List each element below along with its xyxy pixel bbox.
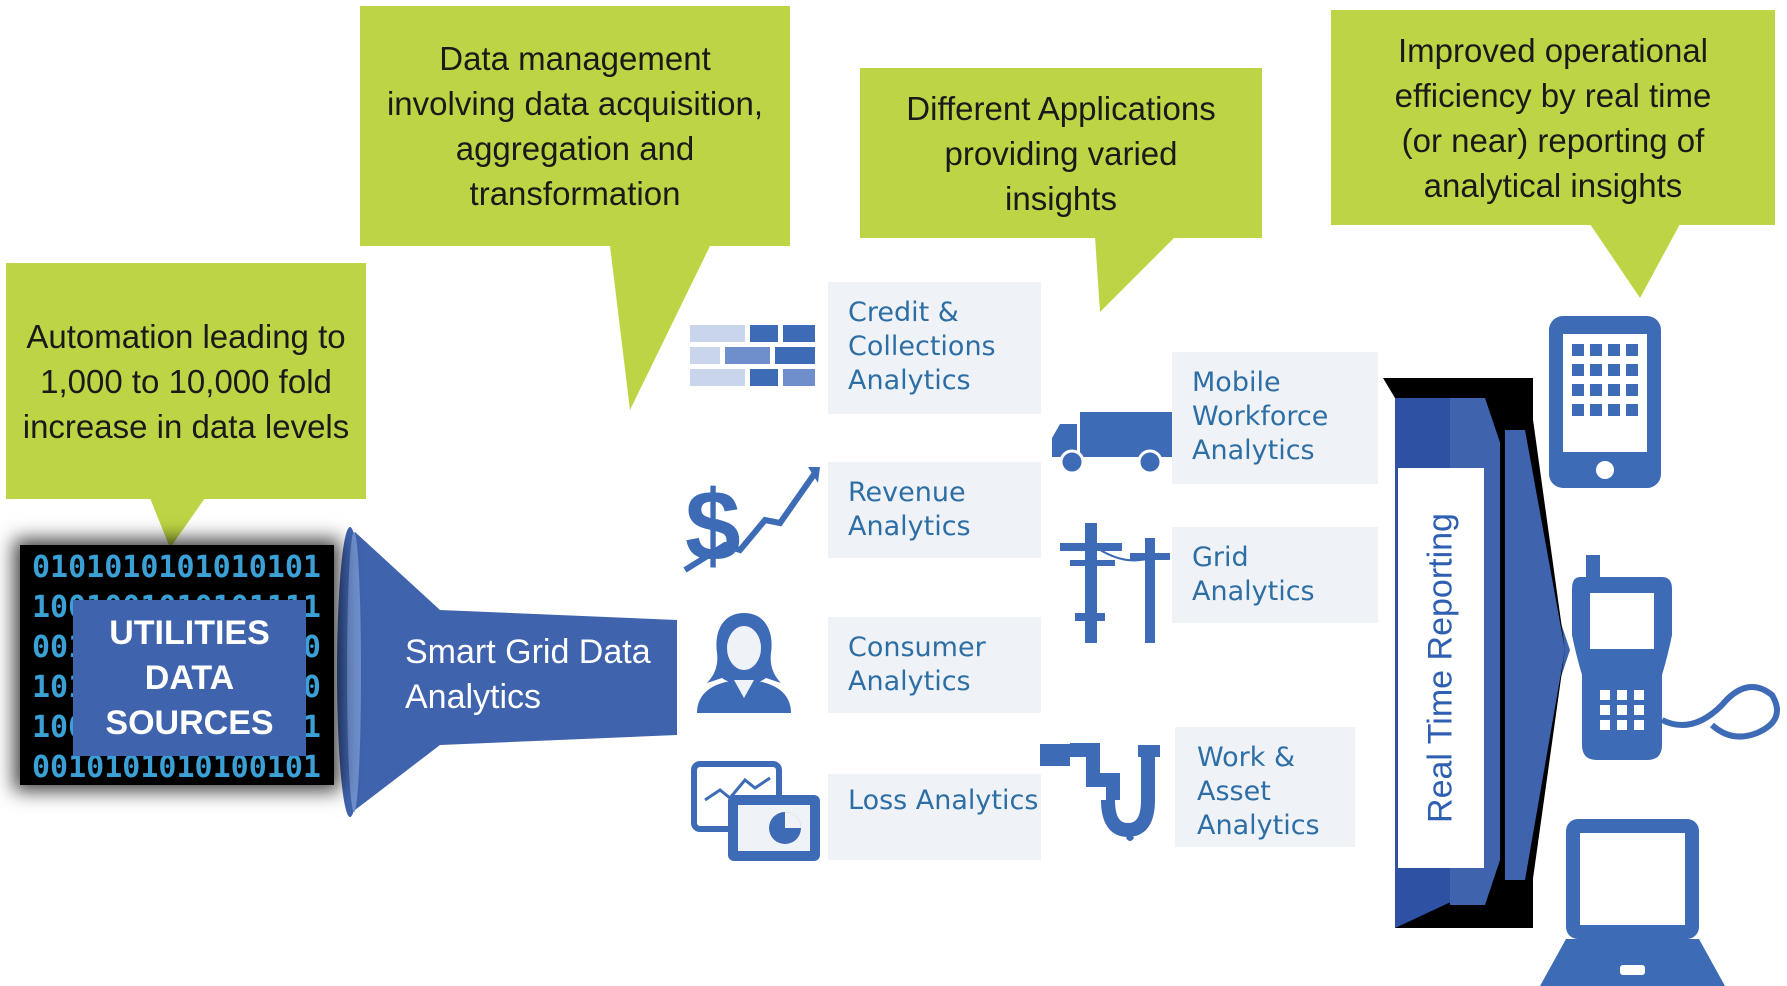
callout-data-management-text: Data management involving data acquisiti… — [386, 40, 764, 212]
mobile-workforce-label: Mobile Workforce Analytics — [1192, 367, 1329, 466]
real-time-reporting-label: Real Time Reporting — [1398, 468, 1484, 868]
callout-efficiency-tail — [1590, 224, 1680, 298]
callout-applications-tail — [1095, 237, 1175, 312]
callout-automation-text: Automation leading to 1,000 to 10,000 fo… — [22, 317, 350, 445]
svg-text:$: $ — [685, 470, 741, 575]
callout-automation: Automation leading to 1,000 to 10,000 fo… — [6, 263, 366, 499]
mobile-workforce-analytics: Mobile Workforce Analytics — [1172, 352, 1378, 484]
utilities-data-sources-text: UTILITIES DATA SOURCES — [105, 613, 274, 742]
power-pole-icon — [1060, 523, 1170, 643]
binary-line: 0101010101010101 — [32, 550, 321, 585]
loss-analytics: Loss Analytics — [828, 774, 1041, 860]
credit-collections-label: Credit & Collections Analytics — [848, 297, 996, 396]
callout-applications-text: Different Applications providing varied … — [906, 89, 1216, 217]
revenue-analytics: Revenue Analytics — [828, 462, 1041, 558]
callout-efficiency-text: Improved operational efficiency by real … — [1394, 31, 1712, 204]
consumer-person-icon — [697, 613, 791, 713]
work-asset-label: Work & Asset Analytics — [1197, 742, 1320, 841]
loss-label: Loss Analytics — [848, 785, 1039, 816]
real-time-reporting-text: Real Time Reporting — [1421, 513, 1460, 823]
loss-charts-icon — [691, 761, 820, 861]
revenue-label: Revenue Analytics — [848, 477, 971, 542]
callout-automation-tail — [150, 498, 205, 548]
pipes-icon — [1040, 743, 1160, 841]
credit-collections-analytics: Credit & Collections Analytics — [828, 282, 1041, 414]
laptop-icon — [1540, 819, 1725, 986]
utilities-data-sources-label: UTILITIES DATA SOURCES — [73, 600, 306, 756]
grid-analytics: Grid Analytics — [1172, 527, 1378, 623]
consumer-analytics: Consumer Analytics — [828, 617, 1041, 713]
funnel-label-text: Smart Grid Data Analytics — [405, 633, 651, 716]
callout-data-management: Data management involving data acquisiti… — [360, 6, 790, 246]
handheld-device-icon — [1572, 555, 1780, 760]
callout-efficiency: Improved operational efficiency by real … — [1331, 10, 1775, 225]
credit-collections-icon — [690, 325, 815, 386]
revenue-dollar-icon: $ — [683, 467, 820, 575]
tablet-icon — [1549, 316, 1661, 488]
truck-icon — [1052, 412, 1173, 475]
funnel-shape — [337, 527, 677, 817]
funnel-label: Smart Grid Data Analytics — [405, 630, 655, 720]
callout-data-management-tail — [610, 246, 710, 410]
work-asset-analytics: Work & Asset Analytics — [1175, 727, 1355, 847]
callout-applications: Different Applications providing varied … — [860, 68, 1262, 238]
grid-label: Grid Analytics — [1192, 542, 1315, 607]
consumer-label: Consumer Analytics — [848, 632, 986, 697]
